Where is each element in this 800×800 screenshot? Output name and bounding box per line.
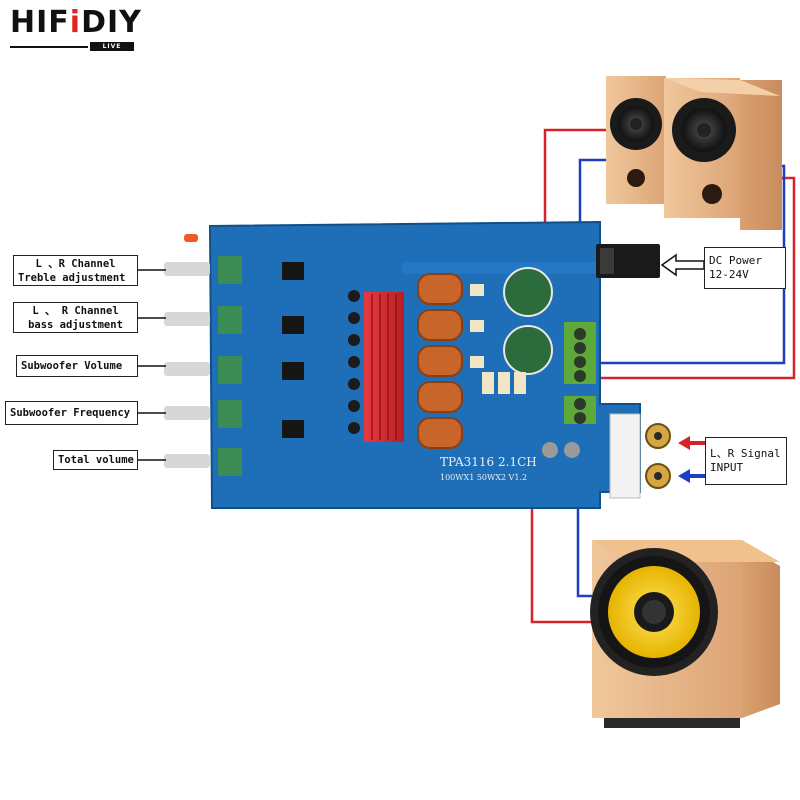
logo-underline: [10, 46, 88, 48]
logo-subtext: LIVE: [90, 42, 134, 51]
logo-wordmark: HIFiDIY: [10, 5, 142, 40]
board-rating-text: 100WX1 50WX2 V1.2: [440, 473, 527, 482]
film-capacitors: [470, 284, 526, 394]
potentiometers: [164, 256, 242, 476]
amplifier-pcb: [164, 220, 671, 509]
signal-arrow-right: [678, 469, 706, 483]
speaker-terminals: [564, 322, 596, 384]
dc-power-jack: [596, 244, 660, 278]
bookshelf-speakers: [606, 76, 782, 230]
label-subwoofer-volume: Subwoofer Volume: [16, 355, 138, 377]
power-led: [184, 234, 198, 242]
brand-logo: HIFiDIY LIVE: [10, 5, 142, 56]
dc-power-arrow: [660, 253, 705, 277]
subwoofer-terminals: [564, 396, 596, 424]
board-model-text: TPA3116 2.1CH: [440, 455, 537, 469]
label-signal-input: L、R Signal INPUT: [705, 437, 787, 485]
rca-input-jacks: [609, 413, 671, 499]
electrolytic-capacitors: [503, 267, 553, 375]
label-bass-adjustment: L 、 R Channel bass adjustment: [13, 302, 138, 333]
heatsink: [364, 292, 404, 442]
small-capacitors: [348, 290, 360, 434]
label-dc-power: DC Power 12-24V: [704, 247, 786, 289]
label-subwoofer-frequency: Subwoofer Frequency: [5, 401, 138, 425]
subwoofer: [590, 540, 780, 728]
label-leaders: [138, 269, 166, 461]
inductors: [417, 273, 463, 449]
label-total-volume: Total volume: [53, 450, 138, 470]
signal-arrow-left: [678, 436, 706, 450]
label-treble-adjustment: L 、R Channel Treble adjustment: [13, 255, 138, 286]
op-amp-chips: [282, 262, 304, 438]
